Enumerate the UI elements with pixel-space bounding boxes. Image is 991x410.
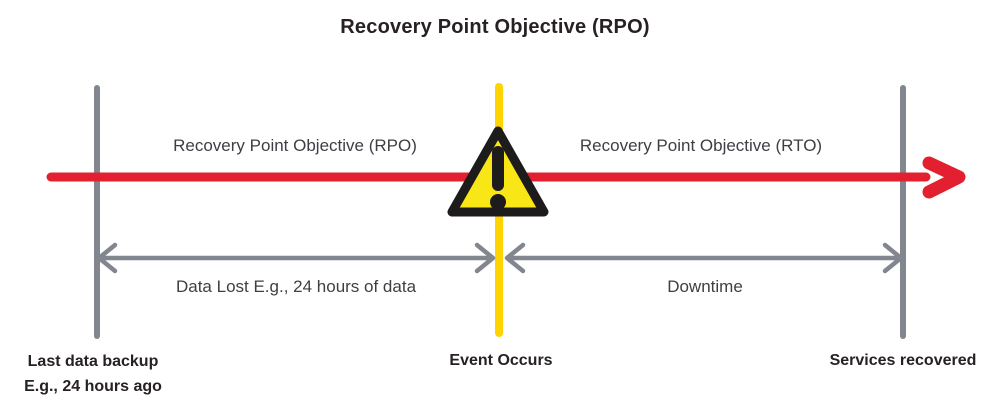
page-title: Recovery Point Objective (RPO) [340,16,650,38]
downtime-label: Downtime [667,277,743,296]
event-occurs-label: Event Occurs [449,352,553,369]
last-backup-line1: Last data backup [27,353,159,370]
timeline-arrowhead-icon [922,156,966,199]
services-recovered-label: Services recovered [829,352,977,369]
warning-triangle-icon [447,126,549,217]
downtime-span-arrow [504,242,904,274]
data-lost-span-arrow [96,242,496,274]
rpo-segment-label: Recovery Point Objective (RPO) [173,136,417,155]
last-backup-line2: E.g., 24 hours ago [24,378,162,395]
data-lost-label: Data Lost E.g., 24 hours of data [175,277,417,296]
rto-segment-label: Recovery Point Objective (RTO) [579,136,823,155]
last-backup-label: Last data backup E.g., 24 hours ago [24,349,162,399]
